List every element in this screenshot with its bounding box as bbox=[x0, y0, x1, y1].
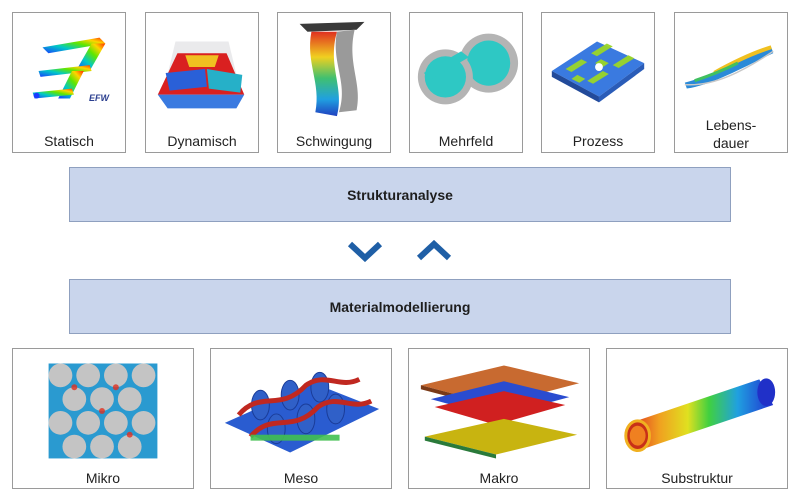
label-dynamisch: Dynamisch bbox=[167, 133, 237, 149]
label-lebensdauer-line2: dauer bbox=[713, 135, 749, 151]
efw-logo: EFW bbox=[89, 93, 109, 103]
chevron-down-icon bbox=[347, 241, 383, 262]
card-mikro: Mikro bbox=[12, 348, 194, 489]
lebensdauer-fem-icon bbox=[684, 45, 774, 89]
card-dynamisch: Dynamisch bbox=[145, 12, 259, 153]
card-lebensdauer: Lebens- dauer bbox=[674, 12, 788, 153]
label-prozess: Prozess bbox=[572, 133, 624, 149]
statisch-fem-icon bbox=[32, 37, 106, 99]
label-substruktur: Substruktur bbox=[661, 470, 733, 486]
card-statisch: EFW Statisch bbox=[12, 12, 126, 153]
label-mehrfeld: Mehrfeld bbox=[438, 133, 494, 149]
schwingung-fem-icon bbox=[299, 21, 365, 117]
chevron-up-icon bbox=[416, 240, 452, 261]
label-mikro: Mikro bbox=[85, 470, 121, 486]
makro-fem-icon bbox=[420, 365, 580, 459]
mikro-fem-icon bbox=[48, 363, 158, 459]
card-prozess: Prozess bbox=[541, 12, 655, 153]
prozess-fem-icon bbox=[551, 41, 645, 103]
strukturanalyse-label: Strukturanalyse bbox=[347, 186, 453, 203]
materialmodellierung-label: Materialmodellierung bbox=[329, 298, 471, 315]
card-meso: Meso bbox=[210, 348, 392, 489]
substruktur-fem-icon bbox=[624, 378, 776, 453]
card-schwingung: Schwingung bbox=[277, 12, 391, 153]
card-makro: Makro bbox=[408, 348, 590, 489]
materialmodellierung-bar: Materialmodellierung bbox=[69, 279, 731, 334]
mehrfeld-fem-icon bbox=[417, 33, 519, 105]
label-schwingung: Schwingung bbox=[295, 133, 373, 149]
meso-fem-icon bbox=[224, 371, 380, 453]
card-mehrfeld: Mehrfeld bbox=[409, 12, 523, 153]
label-statisch: Statisch bbox=[44, 133, 94, 149]
dynamisch-fem-icon bbox=[157, 41, 245, 109]
strukturanalyse-bar: Strukturanalyse bbox=[69, 167, 731, 222]
label-lebensdauer-line1: Lebens- bbox=[705, 117, 757, 133]
label-makro: Makro bbox=[479, 470, 519, 486]
card-substruktur: Substruktur bbox=[606, 348, 788, 489]
label-meso: Meso bbox=[283, 470, 319, 486]
